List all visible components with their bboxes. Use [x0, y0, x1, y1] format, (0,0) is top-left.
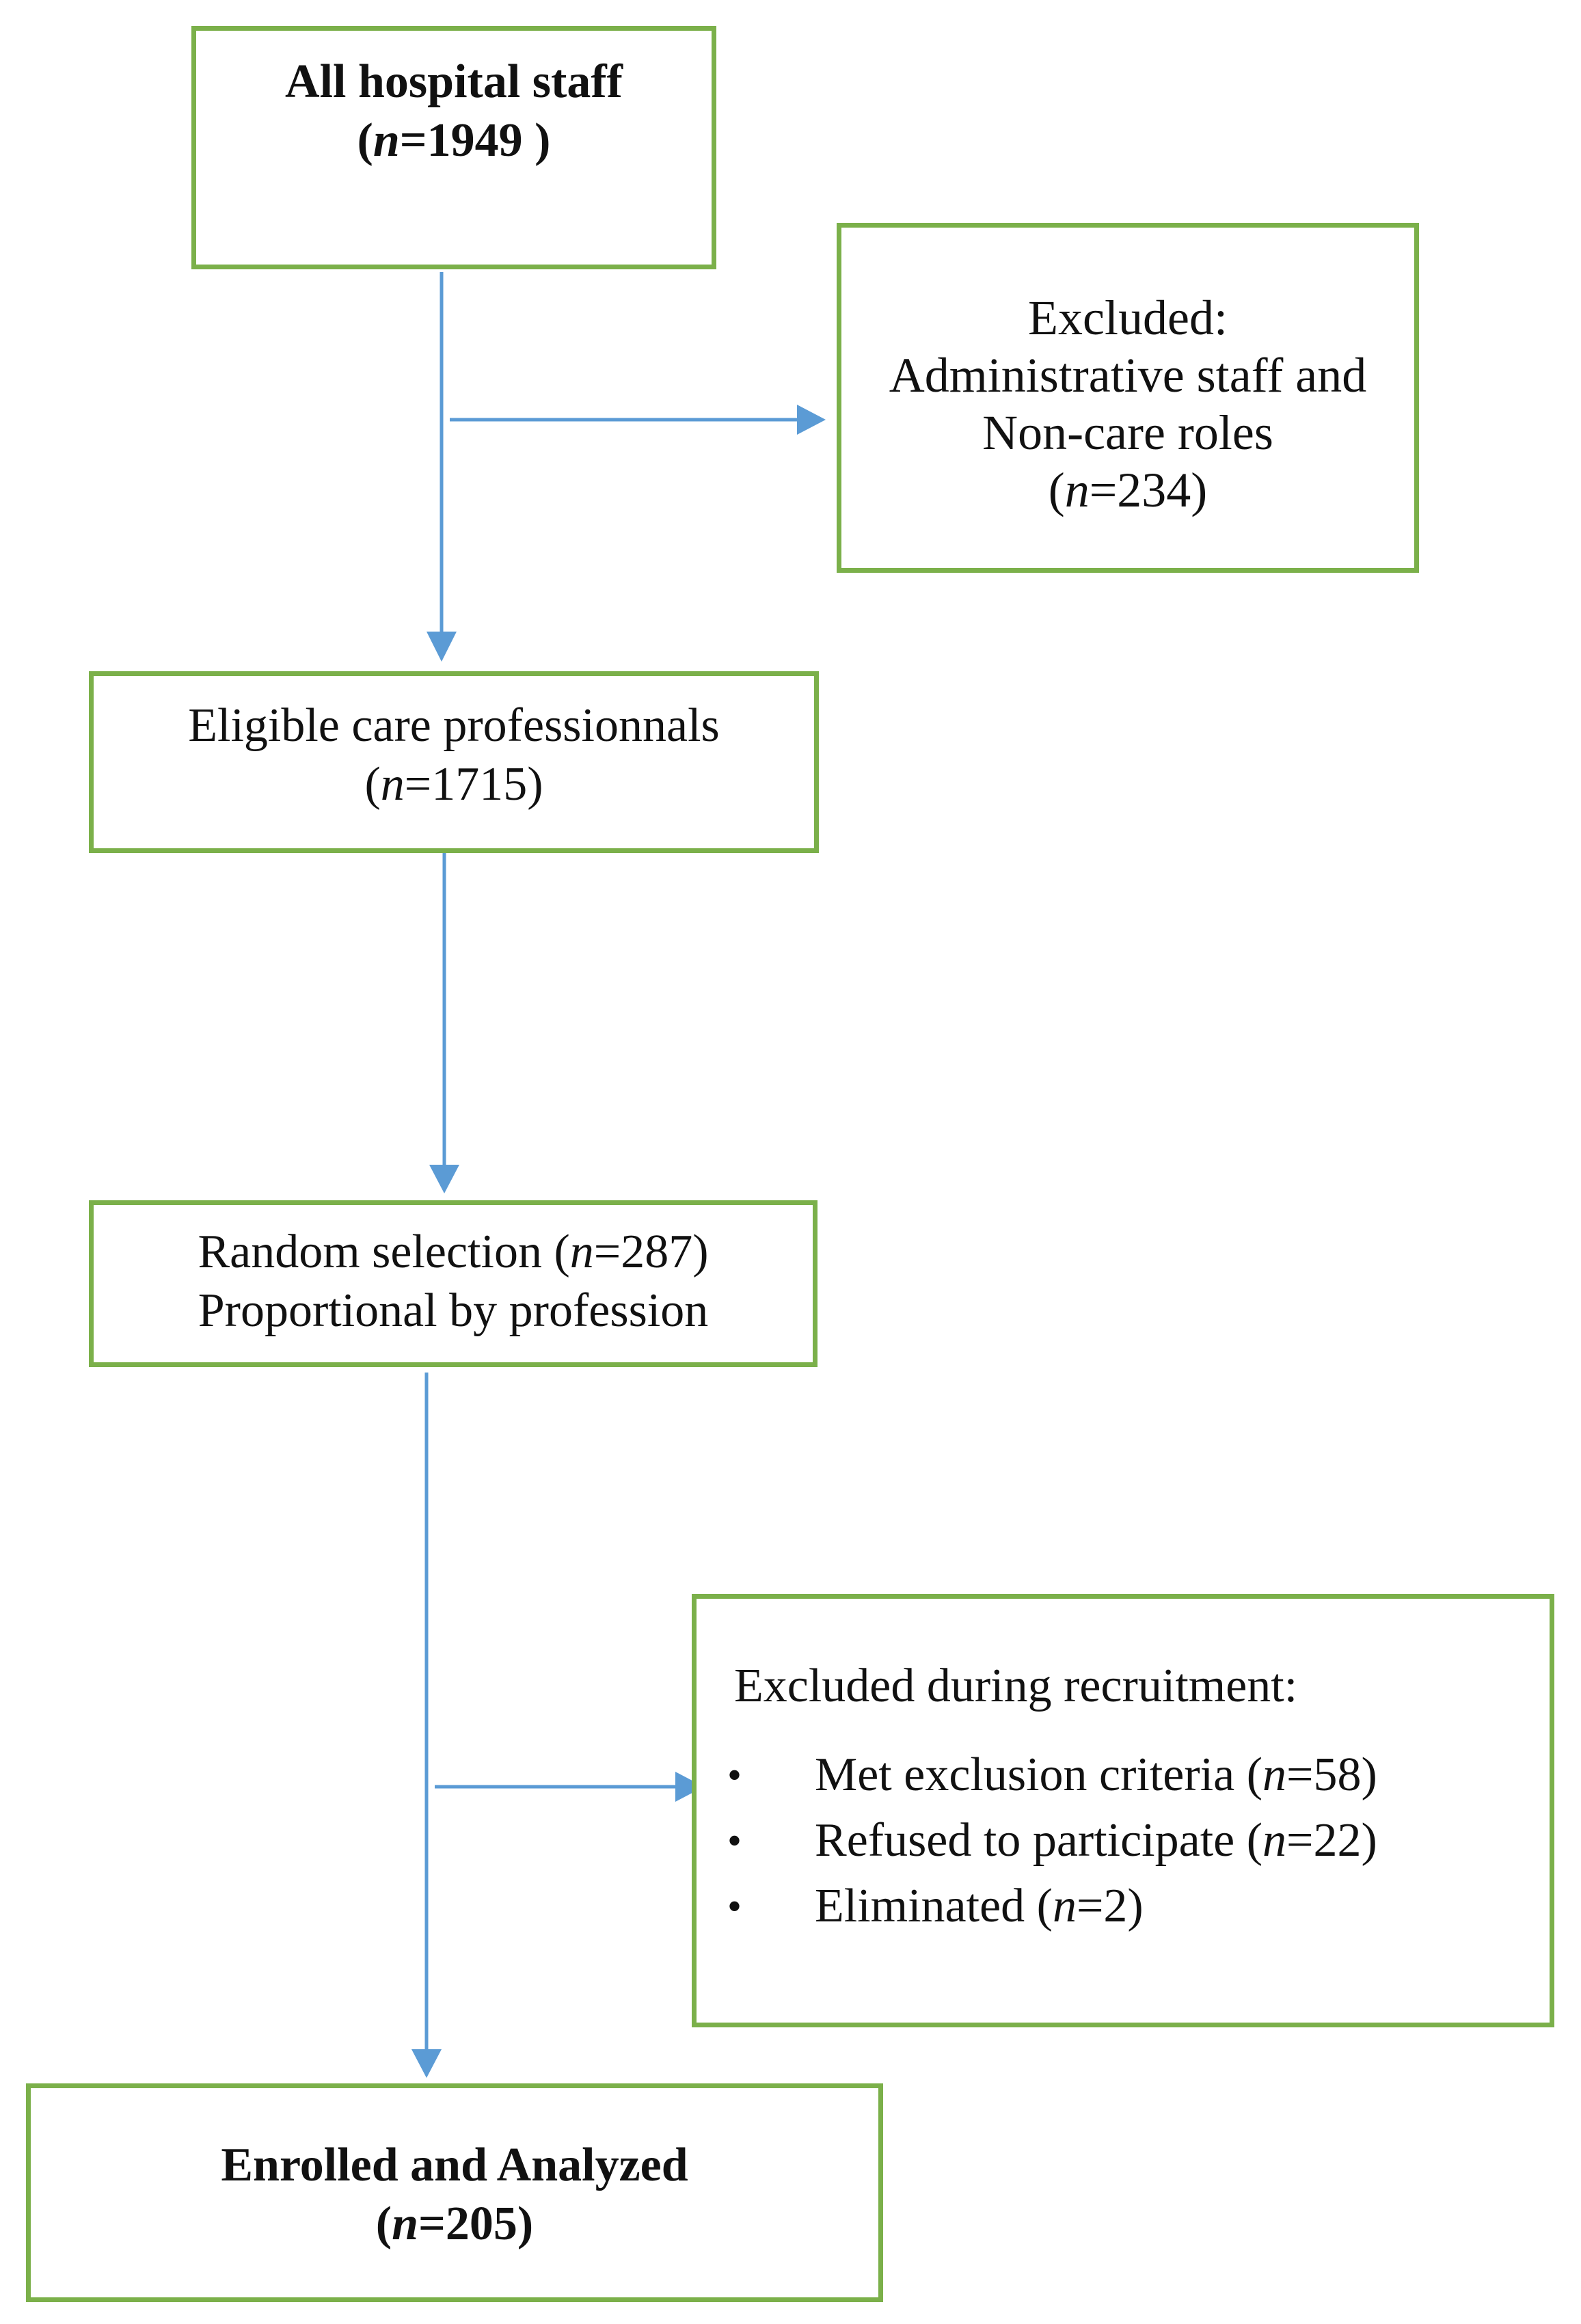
- arrowhead-to-excluded-recruitment: [675, 1772, 704, 1802]
- enrolled-text: Enrolled and Analyzed (n=205): [31, 2088, 878, 2254]
- list-item: • Eliminated (n=2): [727, 1878, 1377, 1943]
- box-eligible-care-professionals: Eligible care professionnals (n=1715): [89, 671, 819, 853]
- enrolled-count-prefix: (: [375, 2198, 392, 2250]
- eligible-n-symbol: n: [380, 758, 405, 811]
- enrolled-title: Enrolled and Analyzed: [221, 2139, 688, 2191]
- exclusion-item-suffix: =22): [1286, 1814, 1377, 1867]
- exclusion-item-suffix: =2): [1076, 1880, 1144, 1932]
- excluded-admin-count: (n=234): [841, 461, 1414, 519]
- box-excluded-during-recruitment: Excluded during recruitment: • Met exclu…: [692, 1594, 1554, 2027]
- all-staff-title: All hospital staff: [285, 55, 623, 108]
- eligible-title: Eligible care professionnals: [188, 699, 720, 752]
- exclusion-item-prefix: Met exclusion criteria (: [815, 1748, 1263, 1801]
- list-item: • Met exclusion criteria (n=58): [727, 1746, 1377, 1812]
- bullet-icon: •: [727, 1884, 742, 1929]
- box-random-selection: Random selection (n=287) Proportional by…: [89, 1200, 817, 1367]
- excluded-admin-count-prefix: (: [1048, 463, 1065, 517]
- exclusion-item-suffix: =58): [1286, 1748, 1377, 1801]
- eligible-count-suffix: =1715): [404, 758, 543, 811]
- excluded-admin-n-symbol: n: [1064, 463, 1090, 517]
- eligible-count-prefix: (: [364, 758, 381, 811]
- arrowhead-all-staff-to-eligible: [427, 632, 457, 662]
- enrolled-count: (n=205): [31, 2195, 878, 2254]
- exclusion-item-prefix: Refused to participate (: [815, 1814, 1263, 1867]
- excluded-admin-line1: Excluded:: [1028, 290, 1228, 345]
- enrolled-n-symbol: n: [392, 2198, 419, 2250]
- eligible-text: Eligible care professionnals (n=1715): [94, 676, 814, 814]
- box-all-hospital-staff: All hospital staff (n=1949 ): [191, 26, 716, 269]
- random-selection-line2: Proportional by profession: [198, 1284, 709, 1337]
- enrolled-count-suffix: =205): [418, 2198, 534, 2250]
- bullet-icon: •: [727, 1818, 742, 1863]
- exclusion-item-prefix: Eliminated (: [815, 1880, 1053, 1932]
- random-selection-prefix: Random selection (: [198, 1226, 570, 1278]
- all-staff-n-symbol: n: [373, 114, 400, 167]
- all-staff-text: All hospital staff (n=1949 ): [196, 31, 712, 170]
- eligible-count: (n=1715): [94, 755, 814, 814]
- arrow-group: [411, 272, 826, 2078]
- arrowhead-random-to-enrolled: [411, 2049, 442, 2078]
- box-enrolled-and-analyzed: Enrolled and Analyzed (n=205): [26, 2083, 883, 2302]
- excluded-admin-line3: Non-care roles: [982, 405, 1273, 460]
- random-selection-n-symbol: n: [569, 1226, 594, 1278]
- excluded-admin-count-suffix: =234): [1089, 463, 1208, 517]
- bullet-icon: •: [727, 1753, 742, 1798]
- arrowhead-to-excluded-admin: [797, 405, 826, 435]
- random-selection-suffix: =287): [593, 1226, 709, 1278]
- excluded-recruitment-title: Excluded during recruitment:: [734, 1660, 1298, 1712]
- all-staff-count: (n=1949 ): [196, 111, 712, 170]
- excluded-admin-line2: Administrative staff and: [889, 348, 1367, 403]
- arrowhead-eligible-to-random: [429, 1165, 459, 1193]
- exclusion-item-n-symbol: n: [1262, 1814, 1287, 1867]
- list-item: • Refused to participate (n=22): [727, 1812, 1377, 1878]
- random-selection-text: Random selection (n=287) Proportional by…: [94, 1205, 813, 1340]
- excluded-recruitment-list: • Met exclusion criteria (n=58) • Refuse…: [727, 1746, 1377, 1943]
- exclusion-item-n-symbol: n: [1262, 1748, 1287, 1801]
- excluded-admin-text: Excluded: Administrative staff and Non-c…: [841, 228, 1414, 519]
- box-excluded-admin: Excluded: Administrative staff and Non-c…: [837, 223, 1419, 573]
- all-staff-count-prefix: (: [357, 114, 373, 167]
- random-selection-line1: Random selection (n=287): [94, 1223, 813, 1282]
- exclusion-item-n-symbol: n: [1052, 1880, 1077, 1932]
- all-staff-count-suffix: =1949 ): [399, 114, 551, 167]
